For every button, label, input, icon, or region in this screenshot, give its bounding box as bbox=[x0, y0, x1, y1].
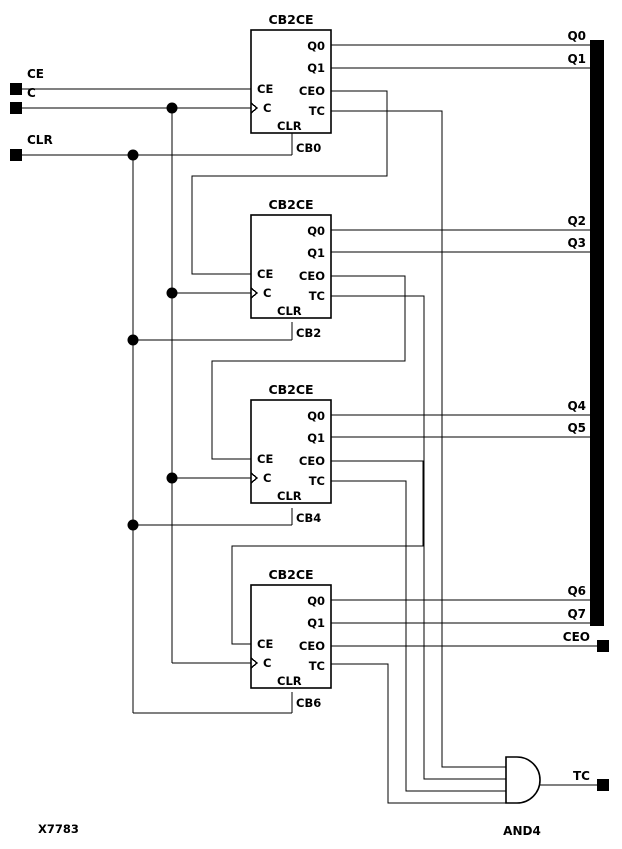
block-cb6-pin-ce: CE bbox=[257, 637, 273, 651]
block-cb0-type-label: CB2CE bbox=[268, 12, 313, 27]
junction-dot-clock-1 bbox=[166, 287, 178, 299]
figure-id-label: X7783 bbox=[38, 822, 79, 836]
net-clr bbox=[22, 133, 293, 714]
block-cb2-pin-ceo: CEO bbox=[299, 269, 325, 283]
block-cb6-pin-clr: CLR bbox=[277, 674, 302, 688]
block-cb2-pin-tc: TC bbox=[309, 289, 325, 303]
block-cb4-clock-triangle bbox=[250, 472, 259, 484]
block-cb6-pin-c: C bbox=[263, 656, 271, 670]
block-cb0-pin-c: C bbox=[263, 101, 271, 115]
net-ceo-chain bbox=[191, 90, 424, 645]
input-terminal-clr[interactable] bbox=[10, 149, 22, 161]
output-label-q6: Q6 bbox=[567, 584, 586, 598]
block-cb6[interactable]: CB2CE CB6 CE C CLR Q0 Q1 CEO TC bbox=[250, 567, 332, 710]
block-cb6-instance-label: CB6 bbox=[296, 696, 321, 710]
block-cb4-type-label: CB2CE bbox=[268, 382, 313, 397]
input-label-c: C bbox=[27, 86, 36, 100]
output-label-ceo: CEO bbox=[563, 630, 590, 644]
input-label-ce: CE bbox=[27, 67, 44, 81]
block-cb0-pin-clr: CLR bbox=[277, 119, 302, 133]
output-label-q1: Q1 bbox=[567, 52, 586, 66]
input-terminal-c[interactable] bbox=[10, 102, 22, 114]
block-cb0-pin-ce: CE bbox=[257, 82, 273, 96]
block-cb2-body[interactable] bbox=[250, 214, 332, 319]
output-label-tc: TC bbox=[573, 769, 590, 783]
block-cb2-pin-clr: CLR bbox=[277, 304, 302, 318]
net-clock bbox=[22, 102, 251, 664]
block-cb2-type-label: CB2CE bbox=[268, 197, 313, 212]
input-terminals: CE C CLR bbox=[10, 67, 53, 161]
block-cb4-pin-ceo: CEO bbox=[299, 454, 325, 468]
output-label-q3: Q3 bbox=[567, 236, 586, 250]
net-q-outputs bbox=[331, 44, 596, 624]
block-cb6-pin-q0: Q0 bbox=[307, 594, 325, 608]
output-label-q7: Q7 bbox=[567, 607, 586, 621]
block-cb0-pin-q1: Q1 bbox=[307, 61, 325, 75]
output-terminal-ceo[interactable] bbox=[597, 640, 609, 652]
junction-dot-clr-1 bbox=[127, 334, 139, 346]
junction-dot-clock-2 bbox=[166, 472, 178, 484]
block-cb2-pin-c: C bbox=[263, 286, 271, 300]
block-cb4-pin-q1: Q1 bbox=[307, 431, 325, 445]
block-cb2-pin-q1: Q1 bbox=[307, 246, 325, 260]
junction-dot-clr-0 bbox=[127, 149, 139, 161]
block-cb0-pin-ceo: CEO bbox=[299, 84, 325, 98]
and4-gate[interactable]: AND4 bbox=[503, 756, 597, 838]
block-cb4-instance-label: CB4 bbox=[296, 511, 321, 525]
block-cb4-pin-clr: CLR bbox=[277, 489, 302, 503]
block-cb6-type-label: CB2CE bbox=[268, 567, 313, 582]
output-label-q0: Q0 bbox=[567, 29, 586, 43]
block-cb4-pin-tc: TC bbox=[309, 474, 325, 488]
block-cb2-pin-q0: Q0 bbox=[307, 224, 325, 238]
output-labels: Q0 Q1 Q2 Q3 Q4 Q5 Q6 Q7 CEO TC bbox=[563, 29, 609, 791]
block-cb6-pin-q1: Q1 bbox=[307, 616, 325, 630]
block-cb6-body[interactable] bbox=[250, 584, 332, 689]
block-cb0-clock-triangle bbox=[250, 102, 259, 114]
block-cb0-body[interactable] bbox=[250, 29, 332, 134]
output-label-q4: Q4 bbox=[567, 399, 586, 413]
block-cb0-pin-tc: TC bbox=[309, 104, 325, 118]
output-label-q2: Q2 bbox=[567, 214, 586, 228]
output-terminal-tc[interactable] bbox=[597, 779, 609, 791]
block-cb4[interactable]: CB2CE CB4 CE C CLR Q0 Q1 CEO TC bbox=[250, 382, 332, 525]
output-label-q5: Q5 bbox=[567, 421, 586, 435]
block-cb4-pin-q0: Q0 bbox=[307, 409, 325, 423]
input-terminal-ce[interactable] bbox=[10, 83, 22, 95]
block-cb0-instance-label: CB0 bbox=[296, 141, 321, 155]
block-cb0[interactable]: CB2CE CB0 CE C CLR Q0 Q1 CEO TC bbox=[250, 12, 332, 155]
and4-gate-body[interactable] bbox=[505, 756, 541, 804]
and4-gate-label: AND4 bbox=[503, 824, 541, 838]
block-cb2-clock-triangle bbox=[250, 287, 259, 299]
net-tc-to-and4 bbox=[331, 110, 506, 804]
block-cb4-body[interactable] bbox=[250, 399, 332, 504]
block-cb6-pin-ceo: CEO bbox=[299, 639, 325, 653]
block-cb2[interactable]: CB2CE CB2 CE C CLR Q0 Q1 CEO TC bbox=[250, 197, 332, 340]
junction-dot-clr-2 bbox=[127, 519, 139, 531]
block-cb2-instance-label: CB2 bbox=[296, 326, 321, 340]
output-bus-bar bbox=[590, 40, 604, 626]
block-cb2-pin-ce: CE bbox=[257, 267, 273, 281]
block-cb0-pin-q0: Q0 bbox=[307, 39, 325, 53]
block-cb6-pin-tc: TC bbox=[309, 659, 325, 673]
junction-dot-clock-0 bbox=[166, 102, 178, 114]
block-cb6-clock-triangle bbox=[250, 657, 259, 669]
input-label-clr: CLR bbox=[27, 133, 53, 147]
block-cb4-pin-ce: CE bbox=[257, 452, 273, 466]
block-cb4-pin-c: C bbox=[263, 471, 271, 485]
